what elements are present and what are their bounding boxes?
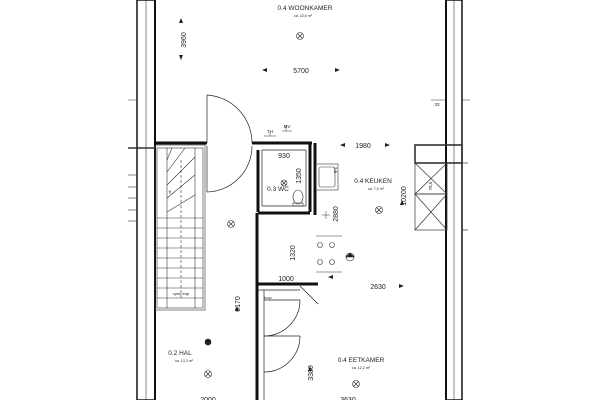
dim-1000: 1000 (278, 276, 294, 283)
dim-3380: 3380 (308, 365, 315, 381)
dim-6170: 6170 (235, 296, 242, 312)
room-wc-name: 0.3 WC (267, 186, 289, 193)
dim-10200: 10200 (401, 186, 408, 206)
room-keuken-name: 0.4 KEUKEN (354, 178, 392, 185)
installation-marks (128, 99, 470, 219)
dim-1980: 1980 (355, 143, 371, 150)
label-wm: 2,5 (333, 167, 338, 174)
dim-33: 33 (434, 102, 440, 107)
appliance-symbols (204, 252, 355, 346)
room-woonkamer-area: ca. 22,6 m² (294, 14, 313, 18)
dim-930: 930 (278, 153, 290, 160)
label-open-trap: open trap (173, 292, 189, 296)
room-hal-name: 0.2 HAL (168, 350, 192, 357)
toilet (292, 189, 304, 207)
right-bay (414, 144, 468, 231)
dim-1320: 1320 (290, 245, 297, 261)
kitchen-fixtures (315, 163, 342, 273)
staircase (154, 144, 206, 311)
dim-2000: 2000 (200, 397, 216, 400)
dim-1350: 1350 (296, 168, 303, 184)
room-hal-area: ca. 13,3 m² (175, 359, 194, 363)
interior-walls (155, 141, 318, 400)
label-vk: vk (168, 190, 172, 194)
room-woonkamer-name: 0.4 WOONKAMER (278, 5, 333, 12)
dim-3960: 3960 (181, 32, 188, 48)
room-keuken-area: ca. 7,0 m² (368, 187, 385, 191)
room-eetkamer-name: 0.4 EETKAMER (338, 357, 385, 364)
dim-3630: 3630 (340, 397, 356, 400)
room-eetkamer-area: ca. 12,2 m² (352, 366, 371, 370)
dim-2880: 2880 (333, 206, 340, 222)
dim-2630: 2630 (370, 284, 386, 291)
doors (206, 94, 301, 373)
label-loop: loop (264, 296, 271, 300)
dimension-arrows (179, 18, 404, 371)
light-points (204, 32, 383, 388)
dim-5700: 5700 (293, 68, 309, 75)
left-bay (128, 147, 155, 222)
label-th: TH (267, 129, 273, 134)
label-mv: MV (284, 124, 291, 129)
dim-78-5: 78,5 (428, 181, 433, 190)
